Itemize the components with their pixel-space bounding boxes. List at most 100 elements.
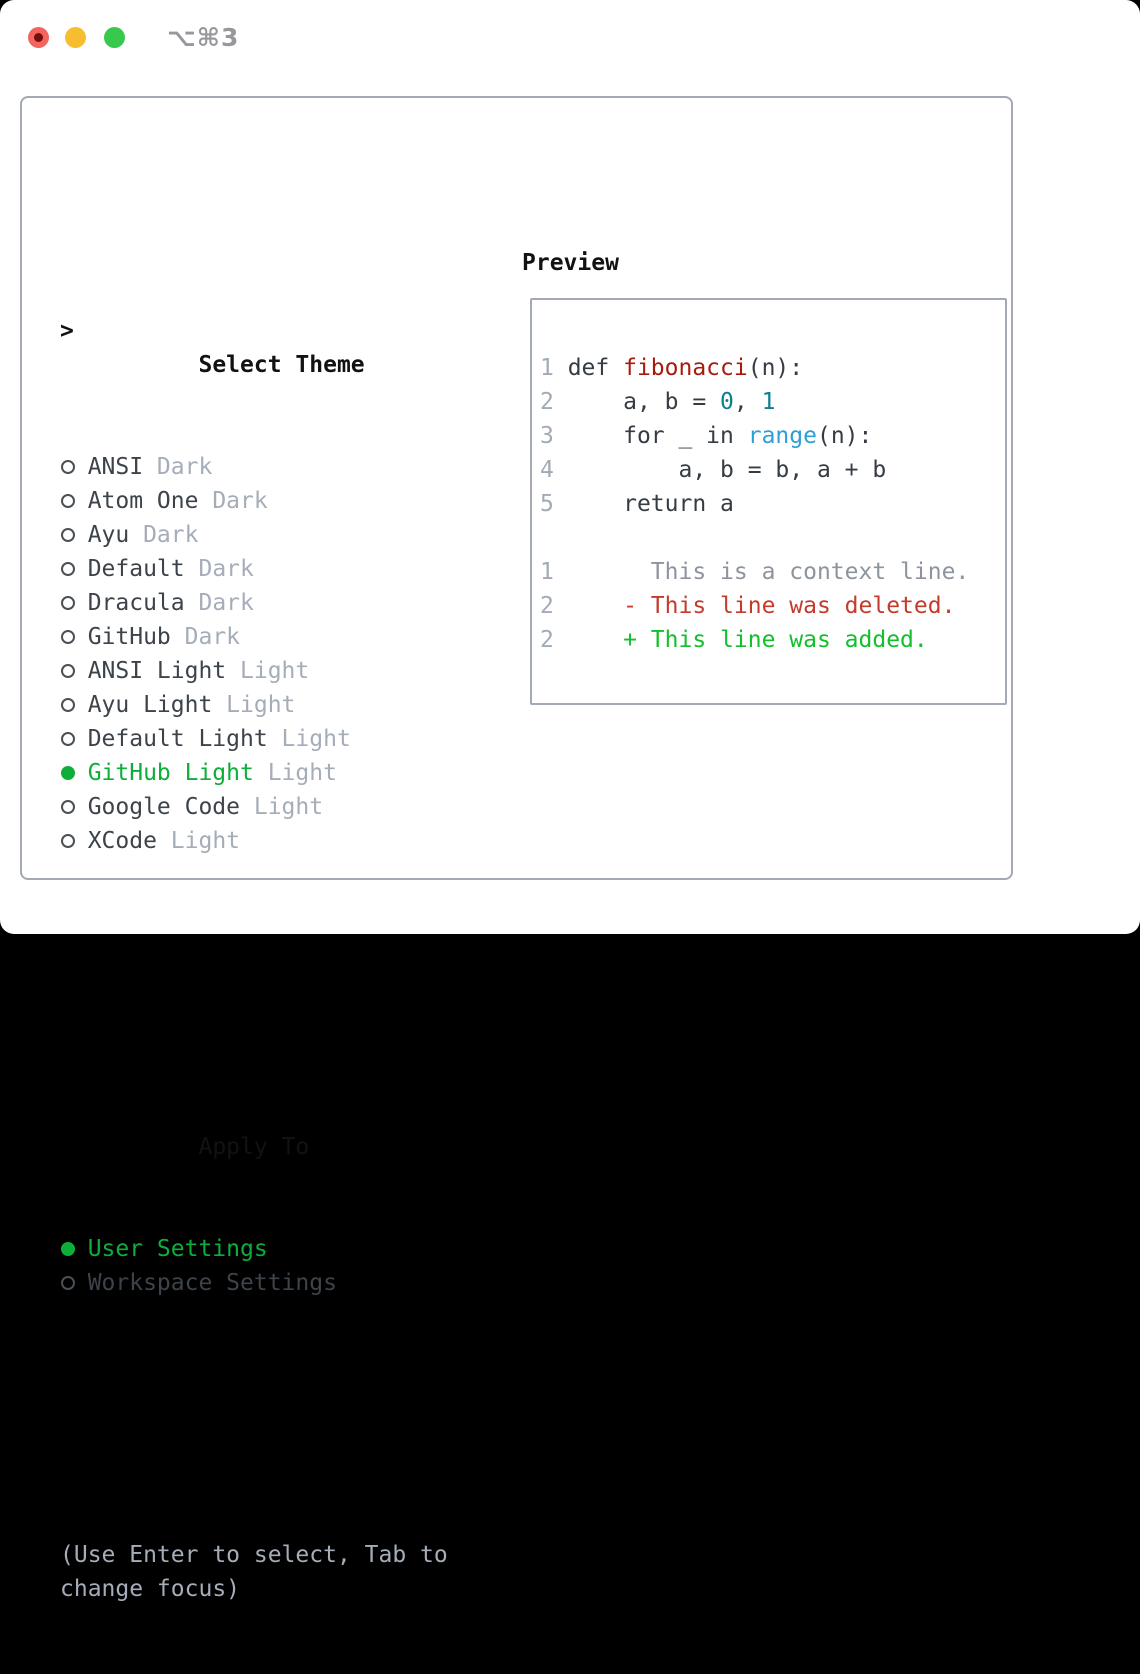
theme-option-github-light-light[interactable]: GitHub Light Light xyxy=(60,756,448,790)
theme-option-google-code-light[interactable]: Google Code Light xyxy=(60,790,448,824)
code-line: 5 return a xyxy=(540,487,1005,521)
radio-icon xyxy=(61,732,75,746)
line-number: 1 xyxy=(540,355,568,381)
code-line: 2 - This line was deleted. xyxy=(540,589,1005,623)
theme-option-label: GitHub xyxy=(87,624,171,650)
radio-icon xyxy=(61,664,75,678)
code-line: 1 def fibonacci(n): xyxy=(540,351,1005,385)
radio-icon xyxy=(61,834,75,848)
code-line: 2 + This line was added. xyxy=(540,623,1005,657)
radio-icon xyxy=(61,596,75,610)
line-number: 5 xyxy=(540,491,568,517)
code-segment-function: fibonacci xyxy=(623,355,748,381)
theme-option-label: Default Light xyxy=(87,726,268,752)
window-title: ⌥⌘3 xyxy=(167,23,240,52)
theme-option-label: XCode xyxy=(87,828,157,854)
apply-to-header-label: Apply To xyxy=(198,1134,310,1160)
code-segment-code: return a xyxy=(567,491,734,517)
theme-option-github-dark[interactable]: GitHub Dark xyxy=(60,620,448,654)
code-segment-added: + This line was added. xyxy=(567,627,928,653)
code-segment-code: for _ in xyxy=(567,423,748,449)
line-number: 3 xyxy=(540,423,568,449)
radio-icon xyxy=(61,1276,75,1290)
radio-icon xyxy=(61,460,75,474)
theme-option-label: Google Code xyxy=(87,794,241,820)
theme-variant-label: Dark xyxy=(184,556,254,582)
theme-variant-label: Dark xyxy=(170,624,241,650)
code-segment-code: (n): xyxy=(816,423,873,449)
code-segment-code: , xyxy=(733,389,762,415)
preview-title: Preview xyxy=(522,250,619,276)
code-line: 4 a, b = b, a + b xyxy=(540,453,1005,487)
theme-variant-label: Dark xyxy=(143,454,213,480)
zoom-button[interactable] xyxy=(104,27,125,48)
close-button[interactable] xyxy=(28,27,49,48)
theme-variant-label: Dark xyxy=(198,488,268,514)
theme-variant-label: Light xyxy=(156,828,241,854)
radio-icon xyxy=(61,494,75,508)
line-number: 4 xyxy=(540,457,568,483)
radio-selected-icon xyxy=(61,766,75,780)
hint-line: change focus) xyxy=(60,1576,241,1602)
theme-option-ansi-light-light[interactable]: ANSI Light Light xyxy=(60,654,448,688)
theme-option-label: ANSI Light xyxy=(87,658,227,684)
theme-variant-label: Dark xyxy=(129,522,199,548)
theme-option-xcode-light[interactable]: XCode Light xyxy=(60,824,448,858)
code-segment-code: a, b = b, a + b xyxy=(567,457,887,483)
spacer xyxy=(60,960,448,994)
code-segment-code: a, b = xyxy=(567,389,721,415)
code-segment-context: This is a context line. xyxy=(567,559,970,585)
code-line: 3 for _ in range(n): xyxy=(540,419,1005,453)
radio-icon xyxy=(61,562,75,576)
radio-icon xyxy=(61,698,75,712)
theme-variant-label: Light xyxy=(240,794,324,820)
line-number: 2 xyxy=(540,593,568,619)
apply-option-user-settings[interactable]: User Settings xyxy=(60,1232,448,1266)
code-segment-code: (n): xyxy=(747,355,804,381)
hint-line: (Use Enter to select, Tab to xyxy=(60,1542,448,1568)
theme-option-default-dark[interactable]: Default Dark xyxy=(60,552,448,586)
titlebar: ⌥⌘3 xyxy=(0,0,1140,75)
theme-variant-label: Light xyxy=(267,726,351,752)
theme-variant-label: Light xyxy=(253,760,337,786)
theme-variant-label: Light xyxy=(212,692,296,718)
code-line: 2 a, b = 0, 1 xyxy=(540,385,1005,419)
radio-icon xyxy=(61,528,75,542)
line-number: 2 xyxy=(540,389,568,415)
apply-option-label: User Settings xyxy=(87,1236,268,1262)
apply-to-header: Apply To xyxy=(60,1096,448,1160)
radio-icon xyxy=(61,800,75,814)
apply-option-label: Workspace Settings xyxy=(87,1270,337,1296)
code-segment-number: 1 xyxy=(761,389,776,415)
spacer xyxy=(60,1402,448,1436)
apply-option-workspace-settings[interactable]: Workspace Settings xyxy=(60,1266,448,1300)
code-segment-code: def xyxy=(567,355,624,381)
theme-option-atom-one-dark[interactable]: Atom One Dark xyxy=(60,484,448,518)
theme-option-dracula-dark[interactable]: Dracula Dark xyxy=(60,586,448,620)
theme-option-label: GitHub Light xyxy=(87,760,254,786)
select-theme-header-label: Select Theme xyxy=(198,352,365,378)
code-line xyxy=(540,521,1005,555)
hint-text: (Use Enter to select, Tab to change focus… xyxy=(32,1538,448,1606)
code-line: 1 This is a context line. xyxy=(540,555,1005,589)
radio-icon xyxy=(61,630,75,644)
radio-selected-icon xyxy=(61,1242,75,1256)
theme-option-default-light-light[interactable]: Default Light Light xyxy=(60,722,448,756)
theme-option-ansi-dark[interactable]: ANSI Dark xyxy=(60,450,448,484)
select-theme-header: > Select Theme xyxy=(60,314,448,378)
theme-option-label: Ayu Light xyxy=(87,692,213,718)
theme-variant-label: Dark xyxy=(184,590,254,616)
theme-option-ayu-light-light[interactable]: Ayu Light Light xyxy=(60,688,448,722)
code-segment-deleted: - This line was deleted. xyxy=(567,593,956,619)
theme-option-label: Default xyxy=(87,556,185,582)
minimize-button[interactable] xyxy=(65,27,86,48)
theme-option-ayu-dark[interactable]: Ayu Dark xyxy=(60,518,448,552)
line-number: 2 xyxy=(540,627,568,653)
prompt-icon: > xyxy=(60,318,74,344)
